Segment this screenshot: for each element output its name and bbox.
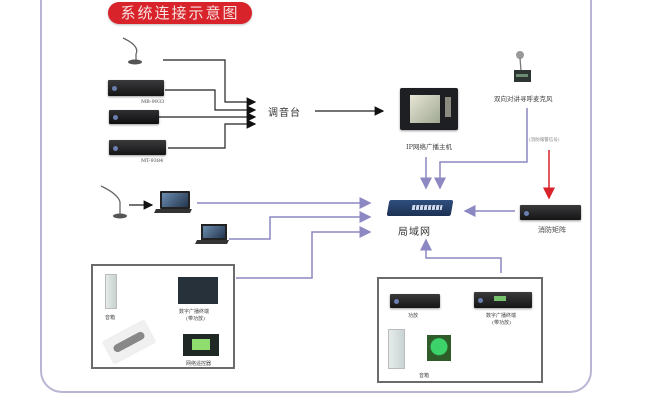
- left-speaker-label: 音箱: [105, 315, 116, 321]
- audio-source-3: [109, 140, 166, 155]
- line-laptop2-to-lan: [229, 211, 372, 240]
- switch-ports: [411, 205, 443, 210]
- amplifier-icon: [390, 294, 440, 308]
- line-source3-to-mixer: [168, 119, 257, 149]
- remote-control-icon: [103, 320, 155, 364]
- left-terminal-sub: (带功放): [186, 316, 205, 322]
- line-leftbox-to-lan: [236, 226, 372, 279]
- line-rightbox-to-lan: [420, 238, 502, 273]
- right-terminal-sub: (带功放): [492, 320, 511, 326]
- line-mic-to-mixer: [163, 59, 257, 107]
- line-intercom-to-lan: [434, 108, 528, 190]
- laptop-icon: [201, 224, 227, 240]
- gooseneck-microphone-icon: [122, 37, 142, 65]
- terminal-display: [494, 296, 506, 301]
- lawn-speaker-icon: [427, 335, 451, 361]
- audio-source-1-label: MB-9933: [141, 99, 165, 105]
- fire-matrix-label: 消防矩阵: [538, 226, 566, 234]
- audio-source-3-label: MT-9384: [141, 158, 164, 164]
- host-side-panel: [445, 97, 451, 117]
- wall-speaker-icon: [105, 274, 117, 309]
- right-amp-label: 功放: [408, 313, 419, 319]
- diagram-title: 系统连接示意图: [108, 2, 252, 24]
- audio-source-2: [109, 110, 159, 124]
- gooseneck-microphone-icon: [100, 185, 127, 219]
- laptop-base: [195, 240, 229, 244]
- laptop-base: [154, 209, 192, 213]
- lan-label: 局域网: [398, 227, 431, 238]
- fire-matrix: [520, 205, 581, 220]
- wall-speaker-icon: [388, 329, 405, 369]
- control-panel-screen: [192, 339, 210, 350]
- right-terminal-group: 功放 数字广播终端 (带功放) 音箱: [377, 277, 543, 383]
- diagram-frame: [40, 0, 592, 393]
- right-terminal-label: 数字广播终端: [486, 313, 517, 319]
- ip-broadcast-host: [400, 88, 458, 130]
- host-screen: [410, 95, 440, 123]
- digital-terminal-icon: [178, 277, 218, 304]
- audio-source-1: [108, 80, 164, 96]
- mixer-label: 调音台: [268, 108, 301, 119]
- right-speaker-label: 音箱: [419, 373, 430, 379]
- intercom-mic-label: 双向对讲寻呼麦克风: [494, 95, 553, 103]
- line-source1-to-mixer: [165, 89, 257, 115]
- control-panel-icon: [183, 334, 219, 356]
- left-controller-label: 网络遥控器: [186, 361, 212, 367]
- digital-terminal-icon: [474, 292, 532, 308]
- laptop-icon: [160, 191, 190, 209]
- intercom-microphone-icon: [514, 51, 531, 82]
- fire-signal-label: (消防報警信号): [529, 138, 560, 143]
- ip-host-label: IP网络广播主机: [406, 143, 452, 151]
- remote-body: [112, 330, 146, 354]
- left-terminal-label: 数字广播终端: [179, 309, 210, 315]
- left-terminal-group: 音箱 数字广播终端 (带功放) 网络遥控器: [91, 264, 235, 369]
- network-switch-icon: [386, 200, 454, 216]
